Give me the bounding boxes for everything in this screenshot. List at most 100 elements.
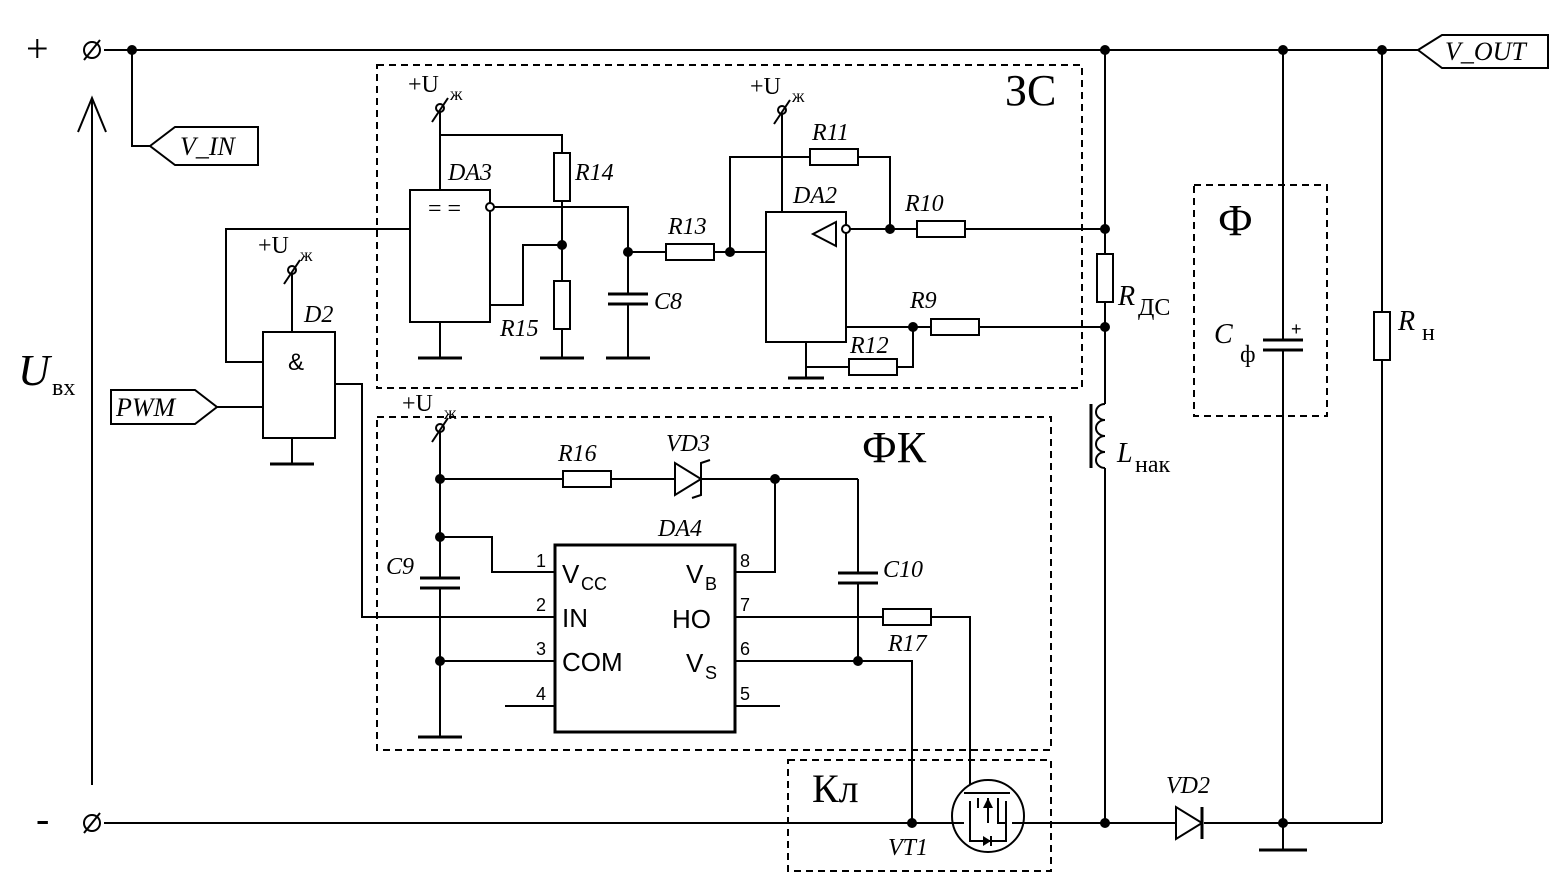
svg-text:V_IN: V_IN (180, 132, 237, 161)
diode-vd2 (1175, 805, 1204, 841)
wire-da3-in (490, 244, 562, 306)
da3-label: DA3 (447, 160, 492, 186)
pwm-port: PWM (110, 389, 219, 425)
wire-da3-to-d2 (225, 228, 410, 363)
r14-label: R14 (574, 160, 614, 186)
svg-text:C: C (1214, 319, 1233, 350)
svg-text:IN: IN (562, 603, 588, 633)
svg-text:вх: вх (52, 375, 75, 401)
r10-label: R10 (904, 191, 944, 217)
da2-label: DA2 (792, 183, 837, 209)
resistor-r9 (930, 318, 980, 336)
resistor-r15 (553, 280, 571, 330)
svg-text:PWM: PWM (115, 393, 177, 422)
svg-text:V: V (562, 559, 580, 589)
svg-text:R: R (1117, 281, 1135, 312)
svg-text:+U: +U (408, 72, 439, 98)
supply-da2: +U ж (750, 74, 805, 212)
svg-text:8: 8 (740, 551, 750, 571)
capacitor-c10 (838, 479, 878, 661)
svg-text:1: 1 (536, 551, 546, 571)
comparator-da3: DA3 = = (409, 160, 495, 323)
svg-text:+: + (1291, 319, 1302, 339)
r16-label: R16 (557, 441, 597, 467)
r17-label: R17 (887, 631, 928, 657)
zs-block-label: ЗС (1005, 66, 1056, 115)
minus-sign: - (36, 796, 49, 841)
fk-block-label: ФК (862, 423, 927, 472)
svg-text:COM: COM (562, 647, 623, 677)
resistor-r13 (665, 243, 715, 261)
inductor-l-nak (1089, 403, 1106, 469)
junction-dots (127, 45, 1387, 828)
input-voltage-label: U вх (18, 346, 75, 401)
svg-text:6: 6 (740, 639, 750, 659)
supply-fk: +U ж (402, 391, 457, 578)
c10-label: C10 (883, 557, 923, 583)
r9-label: R9 (909, 288, 937, 314)
f-block-frame (1193, 184, 1328, 417)
d2-symbol: & (288, 349, 304, 376)
driver-da4: DA4 1 2 3 4 5 6 7 8 V CC IN COM V B HO V… (505, 516, 780, 734)
svg-text:V: V (686, 559, 704, 589)
svg-text:HO: HO (672, 604, 711, 634)
r15-label: R15 (499, 316, 539, 342)
vd2-label: VD2 (1166, 773, 1210, 799)
svg-text:н: н (1422, 320, 1435, 346)
da4-label: DA4 (657, 516, 702, 542)
l-nak-label: L нак (1116, 438, 1170, 478)
r13-label: R13 (667, 214, 707, 240)
c-f-label: C ф (1214, 319, 1256, 368)
d2-label: D2 (303, 302, 333, 328)
svg-text:ж: ж (299, 245, 313, 265)
zs-block-frame (376, 64, 1083, 389)
kl-block-frame (787, 759, 1052, 872)
and-gate-d2: D2 & (262, 302, 336, 439)
da3-symbol: = = (428, 196, 461, 222)
svg-text:ДС: ДС (1138, 295, 1170, 321)
amplifier-da2: DA2 (765, 183, 851, 343)
svg-text:ж: ж (791, 86, 805, 106)
negative-terminal: - (36, 796, 101, 841)
resistor-r16 (562, 470, 612, 488)
svg-text:V_OUT: V_OUT (1445, 37, 1527, 66)
resistor-r11 (809, 148, 859, 166)
input-voltage-arrow (77, 95, 107, 785)
wire-d2-to-in (335, 383, 555, 618)
svg-text:нак: нак (1135, 452, 1170, 478)
positive-terminal: + (26, 26, 101, 71)
ground-da3 (416, 344, 464, 360)
ground-d2 (268, 450, 316, 466)
svg-text:5: 5 (740, 684, 750, 704)
r-load-label: R н (1397, 306, 1435, 346)
svg-text:+U: +U (750, 74, 781, 100)
kl-block-label: Кл (812, 766, 859, 811)
resistor-r10 (916, 220, 966, 238)
v-in-port: V_IN (131, 50, 259, 166)
resistor-r-load (1373, 311, 1391, 361)
svg-text:B: B (705, 574, 717, 594)
supply-d2: +U ж (258, 233, 313, 332)
svg-text:ж: ж (449, 84, 463, 104)
svg-text:R: R (1397, 306, 1415, 337)
ground-r15 (538, 344, 586, 360)
svg-text:+U: +U (258, 233, 289, 259)
svg-text:S: S (705, 663, 717, 683)
f-block-label: Ф (1218, 196, 1253, 245)
capacitor-c8 (608, 252, 648, 346)
r11-label: R11 (811, 120, 849, 146)
svg-text:V: V (686, 648, 704, 678)
resistor-r12 (848, 358, 898, 376)
svg-text:4: 4 (536, 684, 546, 704)
c9-label: C9 (386, 554, 414, 580)
v-out-port: V_OUT (1416, 34, 1549, 69)
svg-text:L: L (1116, 438, 1133, 469)
svg-text:ж: ж (443, 403, 457, 423)
svg-text:CC: CC (581, 574, 607, 594)
resistor-r17 (882, 608, 932, 626)
vd3-label: VD3 (666, 431, 710, 457)
r-ds-label: R ДС (1117, 281, 1170, 321)
ground-c8 (604, 344, 652, 360)
vt1-label: VT1 (888, 835, 928, 861)
